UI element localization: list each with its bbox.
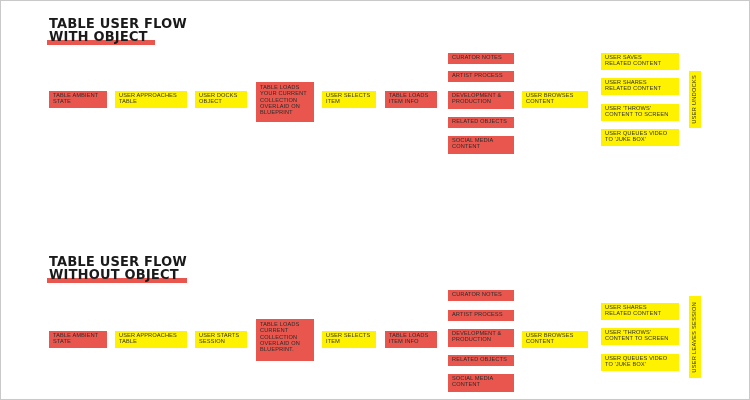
content-item: RELATED OBJECTS	[448, 117, 514, 128]
action-item: USER 'THROWS' CONTENT TO SCREEN	[601, 104, 679, 121]
step-user-undocks-label: USER UNDOCKS	[691, 75, 698, 124]
step-user-browses-content: USER BROWSES CONTENT	[522, 91, 588, 108]
step-user-approaches-table: USER APPROACHES TABLE	[115, 91, 187, 108]
title-underline	[47, 278, 187, 283]
content-item: CURATOR NOTES	[448, 290, 514, 301]
content-item: CURATOR NOTES	[448, 53, 514, 64]
flow-title-line1: TABLE USER FLOW	[49, 17, 187, 32]
step-table-ambient-state: TABLE AMBIENT STATE	[49, 331, 107, 348]
action-item: USER SAVES RELATED CONTENT	[601, 53, 679, 70]
action-item: USER QUEUES VIDEO TO 'JUKE BOX'	[601, 129, 679, 146]
title-underline	[47, 40, 155, 45]
step-user-selects-item: USER SELECTS ITEM	[322, 331, 376, 348]
flow-title-line2: WITH OBJECT	[49, 30, 148, 45]
content-item: DEVELOPMENT & PRODUCTION	[448, 91, 514, 109]
step-user-starts-session: USER STARTS SESSION	[195, 331, 247, 348]
step-table-loads-item-info: TABLE LOADS ITEM INFO	[385, 91, 437, 108]
content-item: RELATED OBJECTS	[448, 355, 514, 366]
step-table-loads-collection: TABLE LOADS YOUR CURRENT COLLECTION OVER…	[256, 82, 314, 122]
step-user-leaves-session: USER LEAVES SESSION	[689, 296, 701, 378]
step-user-selects-item: USER SELECTS ITEM	[322, 91, 376, 108]
content-item: DEVELOPMENT & PRODUCTION	[448, 329, 514, 347]
action-item: USER 'THROWS' CONTENT TO SCREEN	[601, 328, 679, 345]
step-table-ambient-state: TABLE AMBIENT STATE	[49, 91, 107, 108]
flow-title-line1: TABLE USER FLOW	[49, 255, 187, 270]
content-item: ARTIST PROCESS	[448, 310, 514, 321]
content-item: SOCIAL MEDIA CONTENT	[448, 374, 514, 392]
step-user-leaves-session-label: USER LEAVES SESSION	[691, 301, 698, 373]
step-user-undocks: USER UNDOCKS	[689, 71, 701, 128]
step-table-loads-item-info: TABLE LOADS ITEM INFO	[385, 331, 437, 348]
content-item: SOCIAL MEDIA CONTENT	[448, 136, 514, 154]
step-table-loads-collection: TABLE LOADS CURRENT COLLECTION OVERLAID …	[256, 319, 314, 361]
flow-title-without-object: TABLE USER FLOW WITHOUT OBJECT	[49, 256, 187, 282]
flow-title-with-object: TABLE USER FLOW WITH OBJECT	[49, 18, 187, 44]
action-item: USER SHARES RELATED CONTENT	[601, 78, 679, 95]
step-user-docks-object: USER DOCKS OBJECT	[195, 91, 247, 108]
action-item: USER QUEUES VIDEO TO 'JUKE BOX'	[601, 354, 679, 371]
flow-title-line2: WITHOUT OBJECT	[49, 268, 179, 283]
action-item: USER SHARES RELATED CONTENT	[601, 303, 679, 320]
step-user-approaches-table: USER APPROACHES TABLE	[115, 331, 187, 348]
content-item: ARTIST PROCESS	[448, 71, 514, 82]
step-user-browses-content: USER BROWSES CONTENT	[522, 331, 588, 348]
